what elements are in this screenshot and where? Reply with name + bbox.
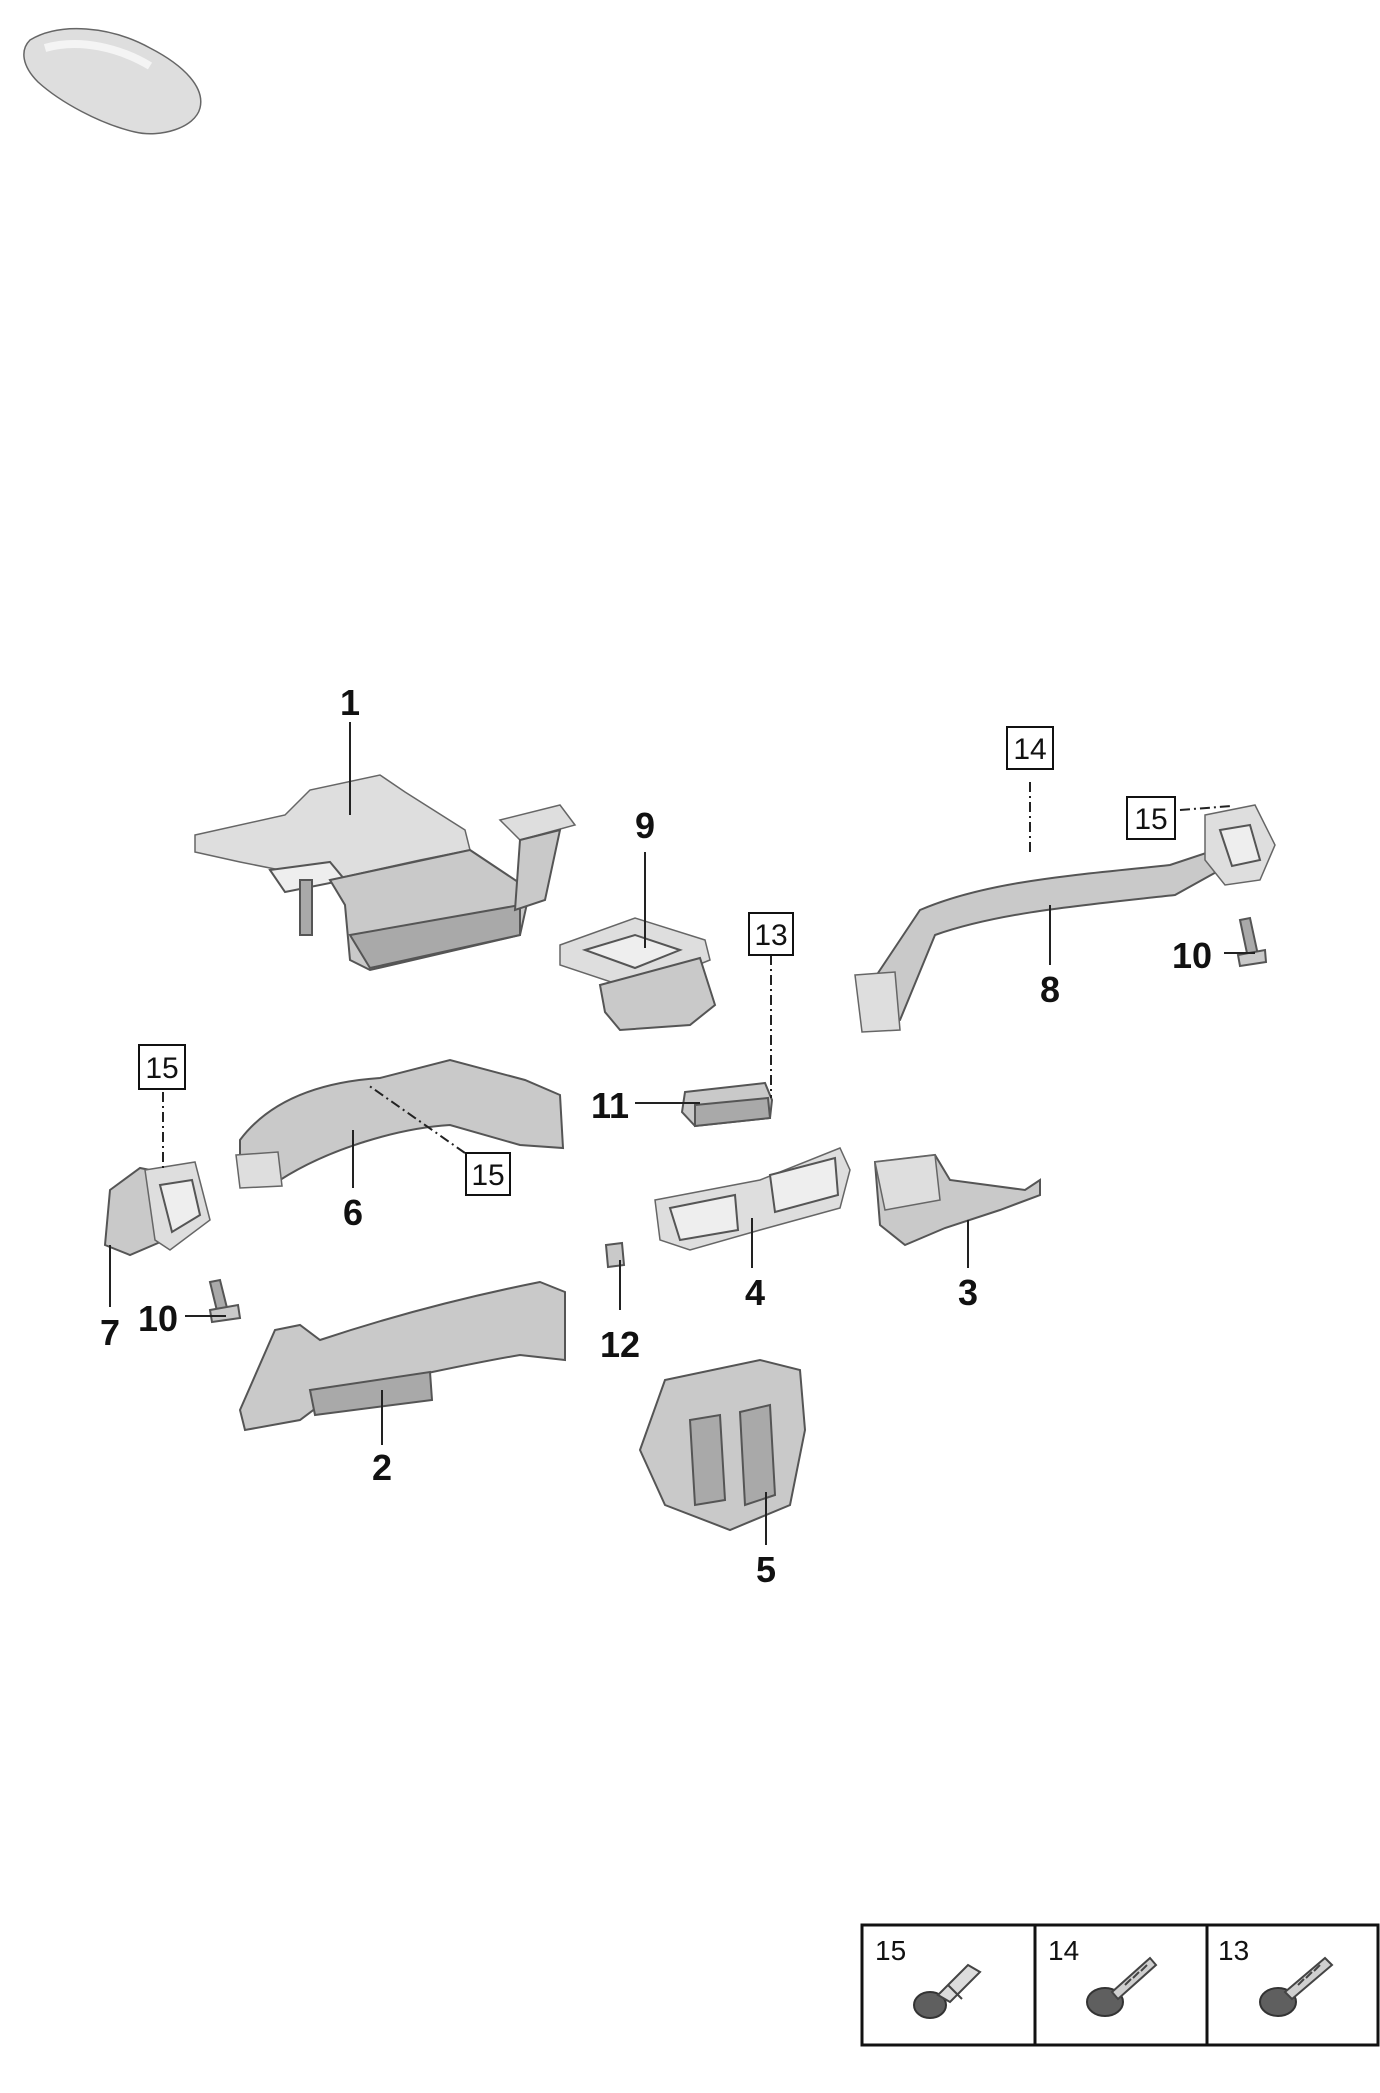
part-8-right-duct <box>854 804 1276 1033</box>
callout-9: 9 <box>635 805 655 846</box>
push-rivet-icon <box>913 1963 982 2019</box>
callout-12: 12 <box>600 1324 640 1365</box>
boxed-ref-15-right: 15 <box>1126 796 1176 840</box>
part-10-screw-right <box>1236 916 1268 968</box>
flange-bolt-icon <box>1259 1956 1334 2017</box>
callout-1: 1 <box>340 682 360 723</box>
svg-text:13: 13 <box>754 919 787 952</box>
svg-text:13: 13 <box>1218 1935 1249 1966</box>
part-6-left-upper-duct <box>235 1058 565 1189</box>
svg-text:15: 15 <box>471 1159 504 1192</box>
part-4-outlet-bracket <box>654 1147 851 1251</box>
part-2-lower-duct <box>238 1280 566 1432</box>
legend-cell-13: 13 <box>1218 1935 1334 2017</box>
part-5-lower-bracket <box>638 1358 807 1532</box>
part-3-outlet-housing <box>873 1153 1041 1247</box>
legend-cell-14: 14 <box>1048 1935 1158 2017</box>
svg-text:15: 15 <box>1134 803 1167 836</box>
callout-labels: 1 2 3 4 5 6 7 8 9 10 10 11 12 <box>100 682 1212 1590</box>
svg-text:14: 14 <box>1013 733 1046 766</box>
legend-cell-15: 15 <box>875 1935 982 2019</box>
boxed-references: 14 15 13 15 15 <box>138 726 1176 1196</box>
callout-11: 11 <box>591 1085 629 1126</box>
callout-10-right: 10 <box>1172 935 1212 976</box>
svg-text:15: 15 <box>145 1052 178 1085</box>
svg-text:15: 15 <box>875 1935 906 1966</box>
boxed-ref-14: 14 <box>1006 726 1054 770</box>
part-12-clip <box>604 1241 626 1269</box>
svg-text:14: 14 <box>1048 1935 1079 1966</box>
callout-5: 5 <box>756 1549 776 1590</box>
part-11-module <box>680 1081 774 1128</box>
callout-4: 4 <box>745 1272 765 1313</box>
vehicle-thumbnail-icon <box>23 27 202 135</box>
part-7-left-outlet <box>103 1161 211 1257</box>
callout-10-left: 10 <box>138 1298 178 1339</box>
boxed-ref-15-center: 15 <box>465 1152 511 1196</box>
callout-3: 3 <box>958 1272 978 1313</box>
callout-7: 7 <box>100 1312 120 1353</box>
leader-lines <box>109 722 1255 1545</box>
callout-6: 6 <box>343 1192 363 1233</box>
callout-2: 2 <box>372 1447 392 1488</box>
boxed-ref-15-left: 15 <box>138 1044 186 1090</box>
part-9-outlet-frame <box>559 917 717 1032</box>
fastener-legend: 15 14 13 <box>860 1923 1380 2047</box>
part-1-center-duct <box>194 774 577 972</box>
part-10-screw-left <box>208 1278 242 1324</box>
boxed-ref-13: 13 <box>748 912 794 956</box>
callout-8: 8 <box>1040 969 1060 1010</box>
flange-screw-icon <box>1086 1956 1158 2017</box>
